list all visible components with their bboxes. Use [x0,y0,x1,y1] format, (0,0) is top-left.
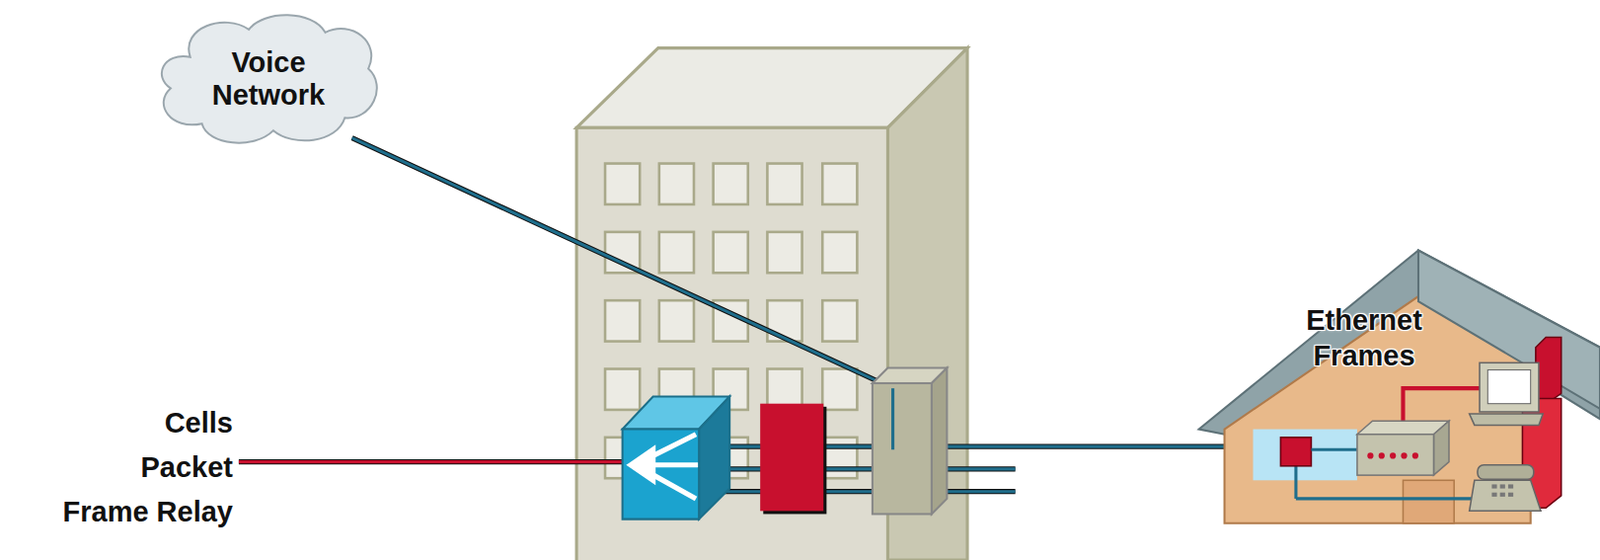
house [1199,249,1600,523]
text-label: Ethernet Frames [1280,302,1448,374]
node-text: Voice Network [194,46,343,112]
router-symbol [622,395,731,519]
data-line-outline [238,458,628,464]
text-label: Cells [164,404,233,441]
voice-line-outline [352,138,894,451]
data-line [238,459,628,463]
dslam-box [760,403,827,515]
cloud-node: Voice Network [151,7,386,151]
splitter-box [872,367,947,514]
building-front [576,127,888,560]
text-label: Packet [140,449,233,485]
text-label: Frame Relay [63,493,234,530]
voice-line [352,138,894,451]
